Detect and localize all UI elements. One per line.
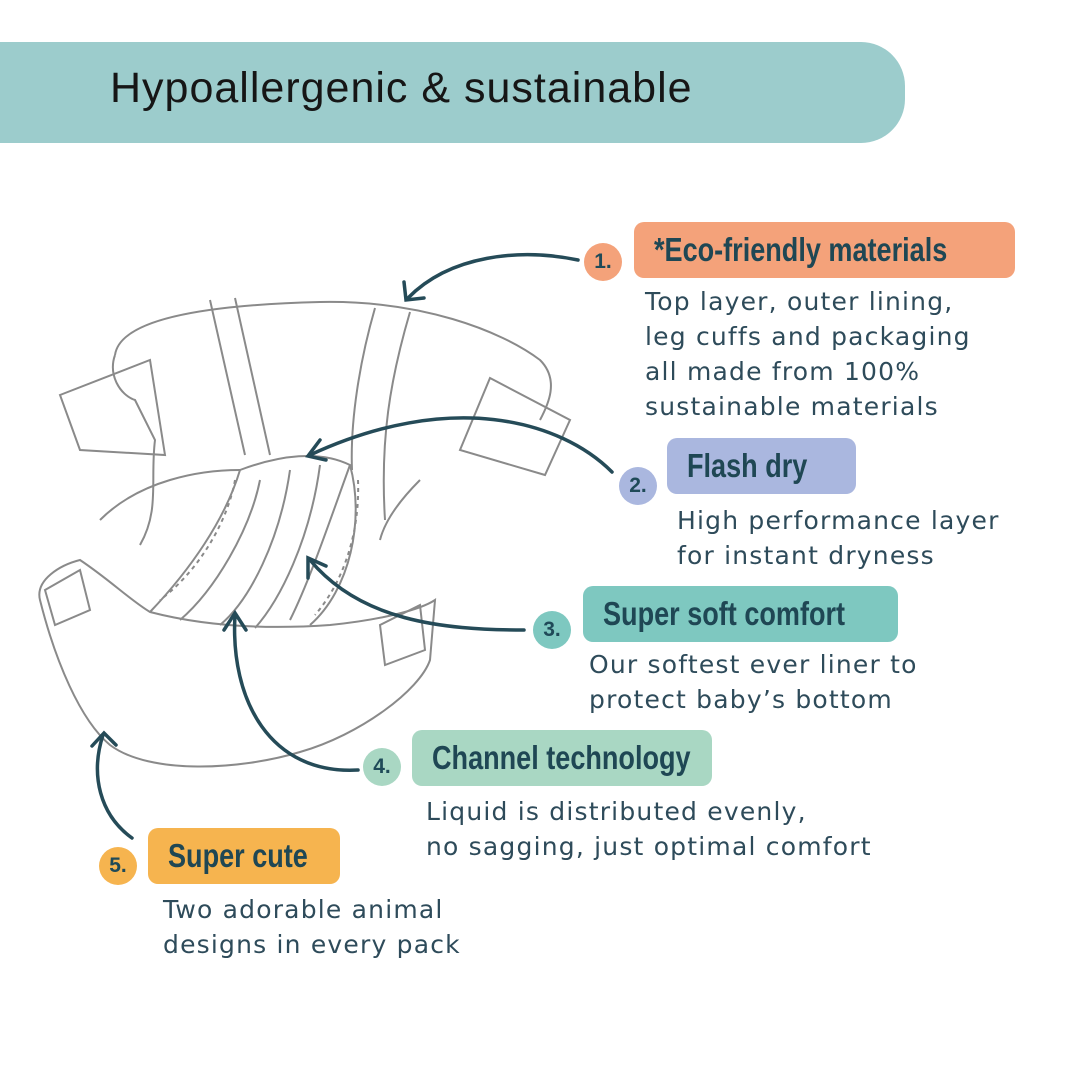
header-banner: Hypoallergenic & sustainable — [0, 42, 905, 143]
description-line: sustainable materials — [645, 392, 939, 421]
feature-description: Two adorable animal designs in every pac… — [163, 892, 461, 962]
description-line: Our softest ever liner to — [589, 650, 918, 679]
feature-number-badge: 3. — [533, 611, 571, 649]
description-line: all made from 100% — [645, 357, 921, 386]
arrow-2-head — [304, 438, 328, 462]
feature-title: Super soft comfort — [603, 595, 846, 632]
feature-title-tag: Flash dry — [667, 438, 856, 494]
feature-description: Liquid is distributed evenly, no sagging… — [426, 794, 872, 864]
description-line: Two adorable animal — [163, 895, 444, 924]
description-line: no sagging, just optimal comfort — [426, 832, 872, 861]
arrow-3-head — [306, 555, 328, 580]
description-line: Top layer, outer lining, — [645, 287, 954, 316]
feature-title: Channel technology — [432, 739, 691, 776]
feature-title-tag: Channel technology — [412, 730, 712, 786]
arrow-4-head — [222, 609, 248, 632]
feature-title: Super cute — [168, 837, 308, 874]
callout-arrows — [90, 253, 614, 840]
arrow-2 — [308, 416, 614, 474]
arrow-1 — [406, 253, 580, 300]
arrow-4 — [232, 613, 360, 772]
description-line: designs in every pack — [163, 930, 461, 959]
arrow-1-head — [402, 280, 426, 302]
feature-description: Top layer, outer lining, leg cuffs and p… — [645, 284, 971, 424]
feature-number-badge: 5. — [99, 847, 137, 885]
description-line: protect baby’s bottom — [589, 685, 893, 714]
feature-number-badge: 1. — [584, 243, 622, 281]
feature-description: Our softest ever liner to protect baby’s… — [589, 647, 918, 717]
arrow-5-head — [90, 730, 118, 748]
arrow-3 — [308, 558, 526, 632]
feature-number-badge: 4. — [363, 748, 401, 786]
description-line: High performance layer — [677, 506, 1000, 535]
feature-title-tag: Super soft comfort — [583, 586, 898, 642]
feature-title: *Eco-friendly materials — [654, 231, 948, 268]
arrow-5 — [95, 733, 134, 840]
diaper-outline — [38, 297, 572, 768]
description-line: for instant dryness — [677, 541, 935, 570]
feature-title-tag: Super cute — [148, 828, 340, 884]
description-line: leg cuffs and packaging — [645, 322, 971, 351]
description-line: Liquid is distributed evenly, — [426, 797, 807, 826]
feature-number-badge: 2. — [619, 467, 657, 505]
feature-description: High performance layer for instant dryne… — [677, 503, 1000, 573]
feature-title-tag: *Eco-friendly materials — [634, 222, 1015, 278]
feature-title: Flash dry — [687, 447, 808, 484]
page-title: Hypoallergenic & sustainable — [110, 64, 693, 112]
